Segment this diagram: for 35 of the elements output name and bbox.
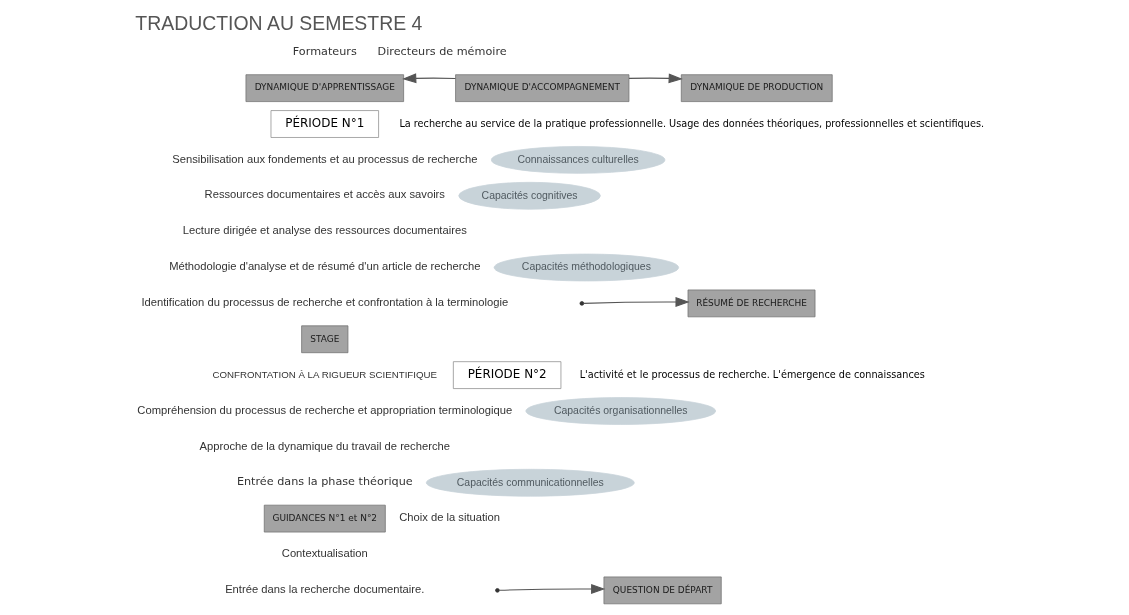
- node-box: GUIDANCES N°1 et N°2: [263, 504, 386, 533]
- label: Entrée dans la phase théorique: [236, 475, 413, 489]
- node-box: STAGE: [301, 325, 349, 354]
- node-label: L'activité et le processus de recherche. L'émergence de connaissances: [579, 368, 925, 380]
- arrow: [628, 73, 683, 84]
- label: Entrée dans la recherche documentaire.: [225, 582, 425, 595]
- label: Approche de la dynamique du travail de recherche: [199, 439, 450, 452]
- label: Identification du processus de recherche et confrontation à la terminologie: [141, 296, 509, 309]
- diagram-title: TRADUCTION AU SEMESTRE 4: [135, 11, 423, 34]
- label: Contextualisation: [281, 547, 368, 560]
- node-ellipse: Capacités cognitives: [458, 181, 601, 210]
- node-box: QUESTION DE DÉPART: [603, 576, 722, 605]
- label: Choix de la situation: [399, 511, 501, 524]
- label: Lecture dirigée et analyse des ressources documentaires: [182, 224, 467, 237]
- label: CONFRONTATION À LA RIGUEUR SCIENTIFIQUE: [212, 368, 438, 380]
- arrow: [583, 297, 690, 307]
- label: Méthodologie d'analyse et de résumé d'un article de recherche: [169, 260, 481, 273]
- label: Sensibilisation aux fondements et au processus de recherche: [172, 152, 478, 165]
- node-box: PÉRIODE N°1: [270, 110, 379, 138]
- node-box: PÉRIODE N°2: [452, 361, 562, 389]
- arrow: [402, 73, 456, 84]
- node-ellipse: Capacités organisationnelles: [525, 397, 716, 425]
- label: Compréhension du processus de recherche et appropriation terminologique: [137, 403, 513, 416]
- label: Ressources documentaires et accès aux savoirs: [204, 188, 445, 201]
- node-box: DYNAMIQUE D'APPRENTISSAGE: [245, 74, 404, 102]
- node-box: DYNAMIQUE DE PRODUCTION: [680, 74, 833, 102]
- node-ellipse: Capacités communicationnelles: [425, 468, 635, 497]
- arrow: [498, 584, 606, 594]
- node-box: RÉSUMÉ DE RECHERCHE: [687, 289, 816, 318]
- label: Directeurs de mémoire: [377, 44, 507, 58]
- label: Formateurs: [292, 44, 357, 58]
- node-box: DYNAMIQUE D'ACCOMPAGNEMENT: [455, 74, 630, 102]
- node-ellipse: Capacités méthodologiques: [493, 253, 679, 282]
- node-label: La recherche au service de la pratique professionnelle. Usage des données théoriques, professionnelles et scientifiques.: [399, 117, 985, 129]
- node-ellipse: Connaissances culturelles: [490, 146, 666, 174]
